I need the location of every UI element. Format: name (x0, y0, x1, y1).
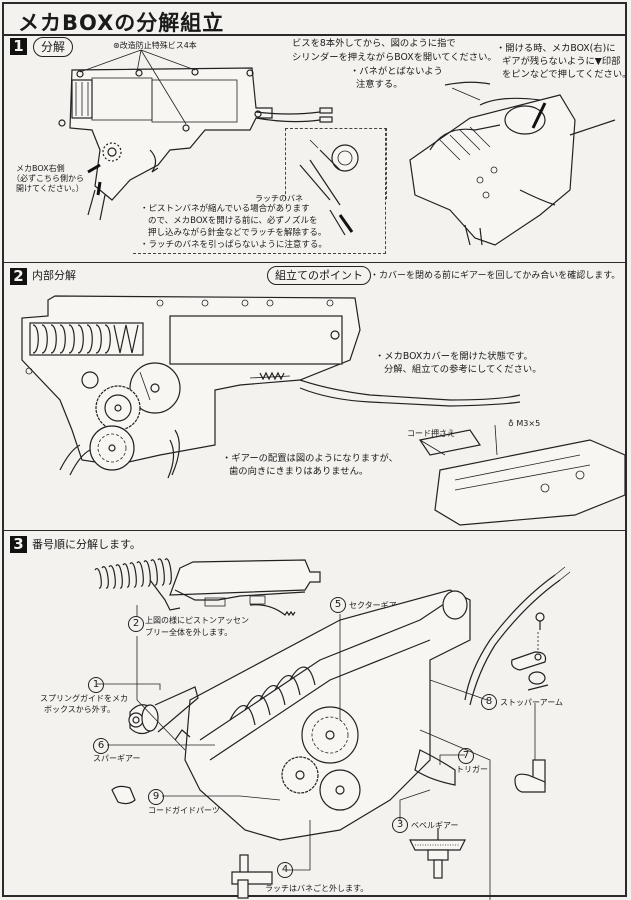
right-side-line-1: メカBOX右側 (16, 164, 65, 173)
part-number-4: 4 (277, 862, 293, 878)
part-number-2: 2 (128, 616, 144, 632)
warning-line-1b: ので、メカBOXを開ける前に、必ずノズルを (148, 216, 318, 226)
part-1-desc-line-2: ボックスから外す。 (44, 705, 115, 714)
part-6-name: スパーギアー (93, 754, 141, 763)
part-number-1: 1 (88, 677, 104, 693)
cord-holder-label: コード押さえ (407, 429, 455, 438)
warning-line-1c: 押し込みながら針金などでラッチを解除する。 (148, 228, 327, 238)
latch-detail-box (285, 128, 387, 199)
instruction-line-2: シリンダーを押えながらBOXを開いてください。 (292, 52, 497, 63)
part-9-name: コードガイドパーツ (148, 806, 220, 815)
part-callout-9: 9 (148, 789, 164, 805)
part-3-name: ベベルギアー (411, 820, 459, 830)
part-5-name: セクターギアー (349, 600, 405, 610)
part-number-6: 6 (93, 738, 109, 754)
part-8-name: ストッパーアーム (500, 697, 563, 707)
part-2-desc-line-1: 上図の様にピストンアッセン (145, 616, 249, 625)
part-7-name: トリガー (456, 765, 488, 774)
part-callout-8: 8 ストッパーアーム (481, 694, 563, 710)
spring-note-line-2: 注意する。 (356, 79, 403, 90)
part-number-3: 3 (392, 817, 408, 833)
assembly-point-pill: 組立てのポイント (267, 266, 371, 285)
warning-line-2: ・ラッチのバネを引っぱらないように注意する。 (140, 240, 327, 250)
open-note-line-2: ギアが残らないように▼印部 (502, 56, 621, 67)
section-divider-1 (4, 262, 625, 263)
spring-note-line-1: ・バネがとばないよう (350, 66, 443, 77)
part-number-8: 8 (481, 694, 497, 710)
part-number-9: 9 (148, 789, 164, 805)
part-callout-4: 4 (277, 862, 293, 878)
right-side-line-2: （必ずこちら側から (12, 174, 84, 183)
screw-note: ⊛改造防止特殊ビス4本 (113, 41, 197, 50)
part-2-desc-line-2: ブリー全体を外します。 (145, 628, 233, 637)
screw-icon: ⊛ (113, 41, 120, 50)
part-number-7: 7 (458, 748, 474, 764)
step-number-3: 3 (10, 536, 27, 553)
section3-heading: 番号順に分解します。 (32, 538, 141, 551)
gear-note-line-1: ・ギアーの配置は図のようになりますが、 (222, 453, 398, 464)
assembly-point-text: ・カバーを閉める前にギアーを回してかみ合いを確認します。 (370, 271, 621, 281)
section-divider-2 (4, 530, 625, 531)
title-bar: メカBOXの分解組立 (4, 4, 625, 36)
part-callout-5: 5 セクターギアー (330, 597, 404, 613)
open-note-line-3: をピンなどで押してください。 (502, 69, 631, 80)
part-callout-3: 3 ベベルギアー (392, 817, 459, 833)
warning-box (133, 128, 386, 254)
cover-note-line-2: 分解、組立ての参考にしてください。 (384, 364, 542, 375)
step-number-2: 2 (10, 268, 27, 285)
step-number-1: 1 (10, 38, 27, 55)
part-1-desc-line-1: スプリングガイドをメカ (40, 694, 128, 703)
part-callout-1: 1 (88, 677, 104, 693)
part-number-5: 5 (330, 597, 346, 613)
screw-size-label: ♁ M3×5 (508, 419, 541, 428)
screw-icon: ♁ (508, 419, 514, 428)
part-callout-6: 6 (93, 738, 109, 754)
gear-note-line-2: 歯の向きにきまりはありません。 (229, 466, 369, 477)
part-callout-2: 2 (128, 616, 144, 632)
page-title: メカBOXの分解組立 (18, 11, 225, 35)
disassembly-pill: 分解 (33, 37, 74, 57)
instruction-line-1: ビスを8本外してから、図のように指で (292, 38, 456, 49)
part-4-desc: ラッチはバネごと外します。 (265, 884, 369, 893)
cover-note-line-1: ・メカBOXカバーを開けた状態です。 (375, 351, 533, 362)
open-note-line-1: ・開ける時、メカBOX(右)に (496, 43, 616, 54)
right-side-line-3: 開けてください。） (16, 184, 84, 193)
latch-spring-label: ラッチのバネ (255, 194, 303, 203)
warning-line-1a: ・ピストンバネが縮んでいる場合があります (140, 204, 310, 214)
part-callout-7: 7 (458, 748, 474, 764)
section2-heading: 内部分解 (32, 269, 76, 282)
